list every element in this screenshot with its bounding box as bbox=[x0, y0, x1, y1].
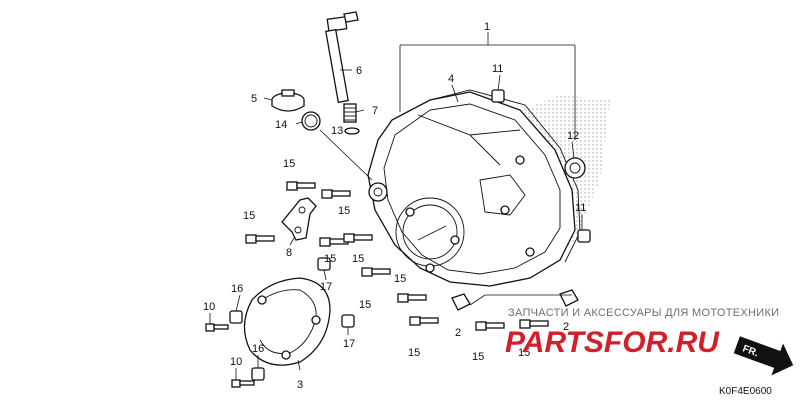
callout-11a: 11 bbox=[492, 63, 503, 75]
clamps bbox=[451, 289, 579, 311]
callout-4: 4 bbox=[448, 73, 454, 85]
collars-and-bearing bbox=[491, 89, 591, 243]
callout-15i: 15 bbox=[472, 351, 484, 363]
direction-label: FR. bbox=[741, 343, 760, 359]
spring bbox=[343, 103, 357, 123]
o-ring-small bbox=[344, 127, 360, 135]
crankcase-cover bbox=[367, 91, 576, 287]
callout-15j: 15 bbox=[518, 347, 530, 359]
o-ring-large bbox=[301, 111, 321, 131]
callout-labels: 1 2 2 3 4 5 6 7 8 10 10 11 11 12 13 14 1… bbox=[203, 21, 586, 391]
callout-16a: 16 bbox=[231, 283, 243, 295]
watermark-brand: PARTSFOR.RU bbox=[505, 326, 720, 359]
bracket bbox=[281, 197, 317, 241]
diagram-code: K0F4E0600 bbox=[719, 386, 772, 397]
callout-8: 8 bbox=[286, 247, 292, 259]
callout-15d: 15 bbox=[324, 253, 336, 265]
watermark: ЗАПЧАСТИ И АКСЕССУАРЫ ДЛЯ МОТОТЕХНИКИ PA… bbox=[505, 307, 779, 359]
dowel-pins bbox=[229, 257, 355, 381]
callout-10a: 10 bbox=[203, 301, 215, 313]
callout-15e: 15 bbox=[352, 253, 364, 265]
pulser-cover bbox=[243, 277, 331, 366]
callout-10b: 10 bbox=[230, 356, 242, 368]
callout-14: 14 bbox=[275, 119, 287, 131]
gear-shift-rod bbox=[325, 11, 359, 104]
callout-5: 5 bbox=[251, 93, 257, 105]
callout-17a: 17 bbox=[320, 281, 332, 293]
watermark-tagline: ЗАПЧАСТИ И АКСЕССУАРЫ ДЛЯ МОТОТЕХНИКИ bbox=[508, 307, 779, 319]
callout-7: 7 bbox=[372, 105, 378, 117]
front-direction-arrow: FR. bbox=[733, 336, 794, 376]
assembly-bracket bbox=[399, 32, 576, 140]
callout-15c: 15 bbox=[243, 210, 255, 222]
callout-1: 1 bbox=[484, 21, 490, 33]
callout-3: 3 bbox=[297, 379, 303, 391]
callout-11b: 11 bbox=[575, 202, 586, 214]
callout-15b: 15 bbox=[338, 205, 350, 217]
callout-13: 13 bbox=[331, 125, 343, 137]
leader-lines bbox=[209, 69, 583, 380]
callout-15g: 15 bbox=[394, 273, 406, 285]
bolts bbox=[205, 181, 549, 388]
callout-17b: 17 bbox=[343, 338, 355, 350]
callout-12: 12 bbox=[567, 130, 579, 142]
callout-15a: 15 bbox=[283, 158, 295, 170]
callout-2b: 2 bbox=[563, 321, 569, 333]
callout-15h: 15 bbox=[408, 347, 420, 359]
callout-6: 6 bbox=[356, 65, 362, 77]
callout-2a: 2 bbox=[455, 327, 461, 339]
callout-16b: 16 bbox=[252, 343, 264, 355]
callout-15f: 15 bbox=[359, 299, 371, 311]
oil-filler-cap bbox=[271, 89, 305, 112]
